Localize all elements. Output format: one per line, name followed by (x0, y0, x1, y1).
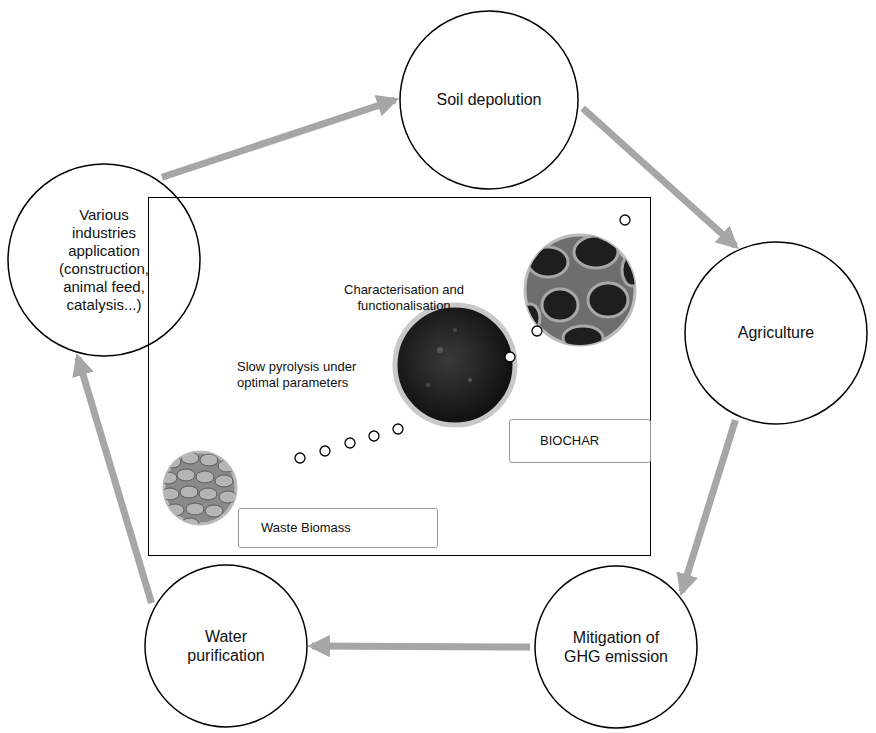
circle-shape (145, 565, 307, 727)
circle-node: Water purification (144, 564, 308, 728)
flow-arrow (312, 646, 530, 647)
circle-shape (685, 242, 867, 424)
circle-node: Agriculture (684, 241, 868, 425)
node-label: Soil depolution (437, 90, 542, 109)
circle-shape (535, 566, 697, 728)
sem-photo (520, 235, 642, 350)
text-holder: Water purification (144, 564, 308, 728)
circle-outline (534, 565, 698, 729)
circle-shape (8, 164, 200, 356)
step-label: Slow pyrolysis under optimal parameters (237, 359, 387, 390)
biochar-photo (395, 305, 515, 425)
text-holder: Soil depolution (399, 10, 579, 190)
process-panel: Characterisation and functionalisationSl… (148, 197, 651, 556)
flow-arrow (162, 100, 395, 177)
flow-arrow (583, 108, 736, 246)
circle-node: Various industries application (construc… (7, 163, 201, 357)
circle-outline (144, 564, 308, 728)
circle-node: Mitigation of GHG emission (534, 565, 698, 729)
node-label: Mitigation of GHG emission (560, 628, 672, 666)
box-label: BIOCHAR (540, 433, 599, 449)
box-label: Waste Biomass (261, 520, 351, 536)
node-label: Various industries application (construc… (48, 206, 160, 314)
circle-shape (400, 11, 578, 189)
node-label: Water purification (170, 627, 282, 665)
text-holder: Mitigation of GHG emission (534, 565, 698, 729)
text-holder: Agriculture (684, 241, 868, 425)
biomass-photo (159, 452, 237, 530)
label-box: BIOCHAR (509, 419, 651, 463)
text-holder: Various industries application (construc… (7, 163, 201, 357)
step-label: Characterisation and functionalisation (319, 282, 489, 313)
flow-arrow (682, 420, 736, 592)
label-box: Waste Biomass (238, 508, 438, 548)
circle-node: Soil depolution (399, 10, 579, 190)
flow-arrow (78, 358, 152, 603)
node-label: Agriculture (738, 323, 814, 342)
